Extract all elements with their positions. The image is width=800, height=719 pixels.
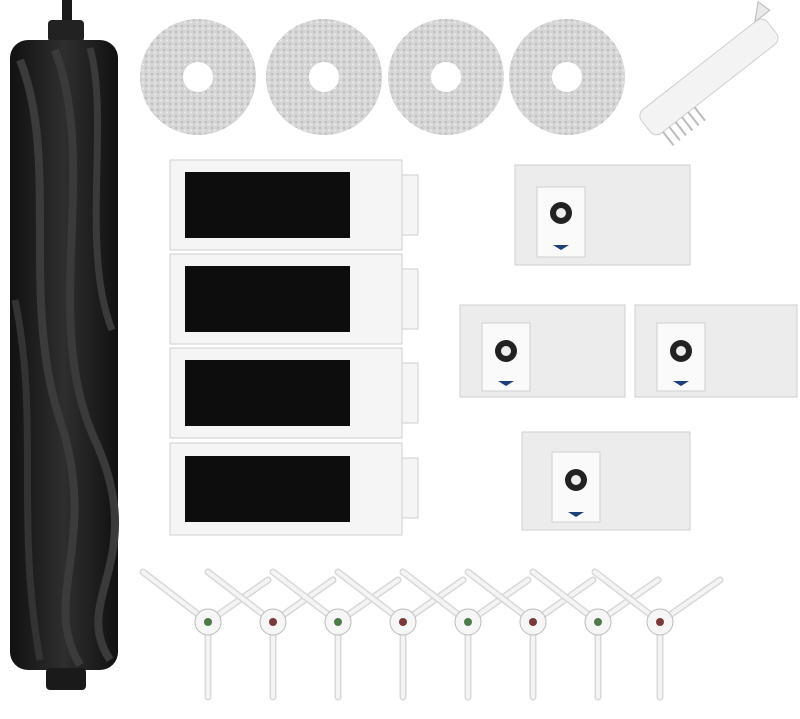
side-brush [529, 568, 662, 701]
side-brushes [139, 568, 724, 701]
side-brush [269, 568, 402, 701]
filter [169, 159, 419, 251]
side-brush [464, 568, 597, 701]
side-brush [204, 568, 337, 701]
dust-bags [459, 164, 798, 531]
filters [169, 159, 419, 536]
side-brush [334, 568, 467, 701]
filter [169, 347, 419, 439]
dust-bag [459, 304, 626, 398]
filter [169, 442, 419, 536]
filter [169, 253, 419, 345]
dust-bag [634, 304, 798, 398]
side-brush [591, 568, 724, 701]
mop-pad [388, 19, 504, 135]
roller-brush [10, 0, 120, 690]
mop-pads [140, 19, 625, 135]
side-brush [399, 568, 532, 701]
dust-bag [521, 431, 691, 531]
mop-pad [509, 19, 625, 135]
dust-bag [514, 164, 691, 266]
side-brush [139, 568, 272, 701]
mop-pad [266, 19, 382, 135]
mop-pad [140, 19, 256, 135]
cleaning-tool [639, 0, 779, 146]
